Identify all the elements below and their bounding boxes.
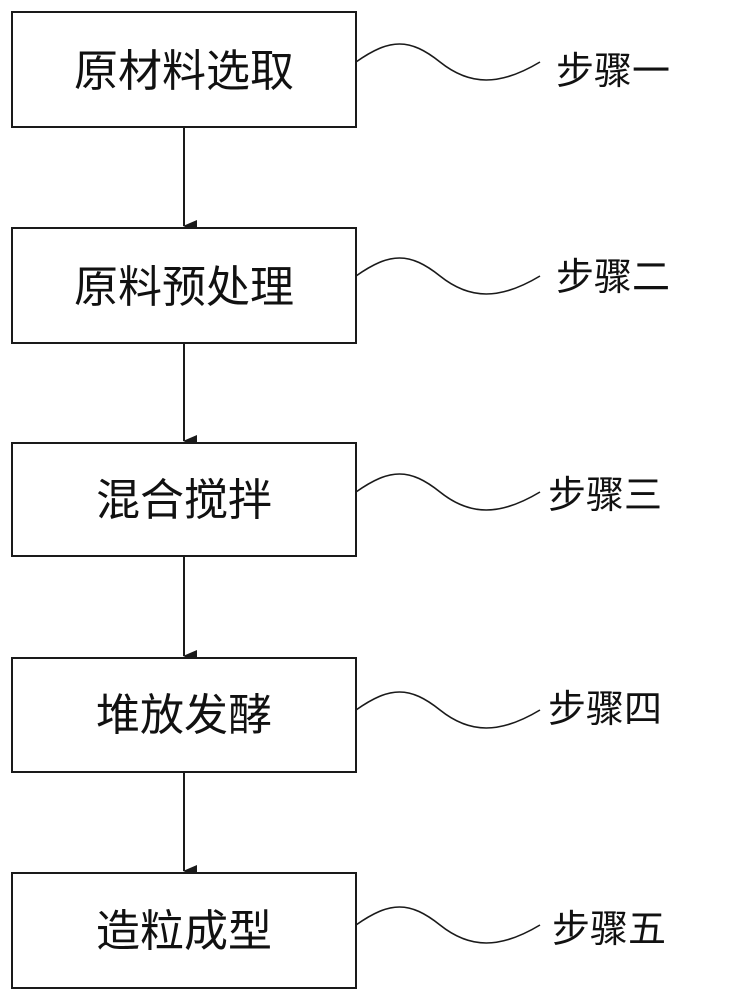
step-1-label: 步骤一 bbox=[556, 49, 670, 93]
step-1: 原材料选取 步骤一 bbox=[11, 11, 670, 128]
step-2-box bbox=[11, 227, 357, 344]
step-3: 混合搅拌 步骤三 bbox=[11, 442, 662, 557]
step-1-text: 原材料选取 bbox=[74, 46, 294, 97]
step-5-label: 步骤五 bbox=[552, 907, 666, 951]
step-5-leader-line bbox=[355, 906, 541, 944]
step-5: 造粒成型 步骤五 bbox=[11, 872, 666, 989]
step-4-box bbox=[11, 657, 357, 773]
step-3-leader-line bbox=[355, 473, 541, 511]
step-4: 堆放发酵 步骤四 bbox=[11, 657, 662, 773]
step-1-leader-line bbox=[355, 43, 541, 81]
step-1-box bbox=[11, 11, 357, 128]
step-3-box bbox=[11, 442, 357, 557]
step-2-label: 步骤二 bbox=[556, 255, 670, 299]
step-5-box bbox=[11, 872, 357, 989]
step-2-text: 原料预处理 bbox=[74, 262, 294, 313]
step-4-text: 堆放发酵 bbox=[96, 690, 272, 741]
step-2: 原料预处理 步骤二 bbox=[11, 227, 670, 344]
step-3-label: 步骤三 bbox=[548, 473, 662, 517]
step-2-leader-line bbox=[355, 257, 541, 295]
step-3-text: 混合搅拌 bbox=[96, 475, 272, 526]
step-4-leader-line bbox=[355, 691, 541, 729]
step-4-label: 步骤四 bbox=[548, 687, 662, 731]
step-5-text: 造粒成型 bbox=[96, 906, 272, 957]
